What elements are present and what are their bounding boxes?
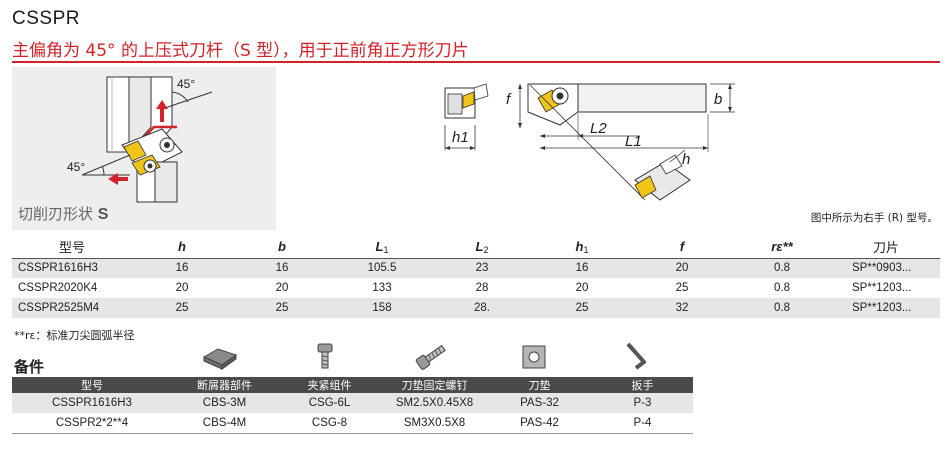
table-row: CSSPR2020K4 20 20 133 28 20 25 0.8 SP**1… xyxy=(18,282,912,294)
spec-table: 型号 h b L1 L2 h1 f rε** 刀片 CSSPR1616H3 16… xyxy=(12,236,940,318)
col-h1: h1 xyxy=(532,236,632,259)
parts-header-row: 型号 断屑器部件 夹紧组件 刀垫固定螺钉 刀垫 扳手 xyxy=(12,377,693,393)
shim-icon xyxy=(522,345,546,369)
cutting-edge-shape-diagram: 45° 45° xyxy=(67,76,213,203)
spare-parts-title: 备件 xyxy=(14,358,45,376)
L1-label: L1 xyxy=(625,133,642,150)
h-label: h xyxy=(682,151,690,168)
col-b: b xyxy=(232,236,332,259)
wrench-icon xyxy=(626,342,646,370)
col-insert: 刀片 xyxy=(832,236,940,259)
shim-screw-icon xyxy=(415,344,446,370)
table-row: CSSPR2*2**4 CBS-4M CSG-8 SM3X0.5X8 PAS-4… xyxy=(12,413,693,434)
col-model: 型号 xyxy=(12,236,132,259)
col-L2: L2 xyxy=(432,236,532,259)
parts-col-shim: 刀垫 xyxy=(487,377,592,393)
table-row: CSSPR2525M4 25 25 158 28. 25 32 0.8 SP**… xyxy=(12,298,940,318)
h1-label-left: h1 xyxy=(452,129,469,146)
shape-caption-code: S xyxy=(97,206,109,223)
clamp-set-icon xyxy=(317,343,333,369)
nose-radius-footnote: **rε：标准刀尖圆弧半径 xyxy=(14,329,135,342)
product-title: CSSPR xyxy=(12,8,80,29)
parts-col-wrench: 扳手 xyxy=(592,377,693,393)
angle-bottom-label: 45° xyxy=(67,160,85,174)
b-label: b xyxy=(714,91,722,108)
parts-col-model: 型号 xyxy=(12,377,172,393)
parts-col-screw: 刀垫固定螺钉 xyxy=(382,377,487,393)
f-label: f xyxy=(506,91,512,108)
parts-col-chipbreaker: 断屑器部件 xyxy=(172,377,277,393)
subtitle-rule xyxy=(12,61,940,63)
col-h: h xyxy=(132,236,232,259)
spec-header-row: 型号 h b L1 L2 h1 f rε** 刀片 xyxy=(12,236,940,259)
shape-caption-text: 切削刃形状 xyxy=(18,205,94,223)
right-hand-note: 图中所示为右手 (R) 型号。 xyxy=(810,212,938,224)
parts-col-clamp: 夹紧组件 xyxy=(277,377,382,393)
product-subtitle: 主偏角为 45° 的上压式刀杆（S 型），用于正前角正方形刀片 xyxy=(12,41,469,61)
col-f: f xyxy=(632,236,732,259)
table-row: CSSPR1616H3 CBS-3M CSG-6L SM2.5X0.45X8 P… xyxy=(12,393,693,413)
spare-parts-table: 型号 断屑器部件 夹紧组件 刀垫固定螺钉 刀垫 扳手 CSSPR1616H3 C… xyxy=(12,377,693,434)
table-row: CSSPR1616H3 16 16 105.5 23 16 20 0.8 SP*… xyxy=(12,258,940,278)
angle-top-label: 45° xyxy=(177,77,195,91)
shape-caption: 切削刃形状 S xyxy=(18,203,108,224)
L2-label: L2 xyxy=(590,120,607,137)
tool-dimension-diagram: h1 b f L2 L1 h xyxy=(444,83,735,201)
col-L1: L1 xyxy=(332,236,432,259)
col-re: rε** xyxy=(732,236,832,259)
chipbreaker-icon xyxy=(202,348,238,370)
